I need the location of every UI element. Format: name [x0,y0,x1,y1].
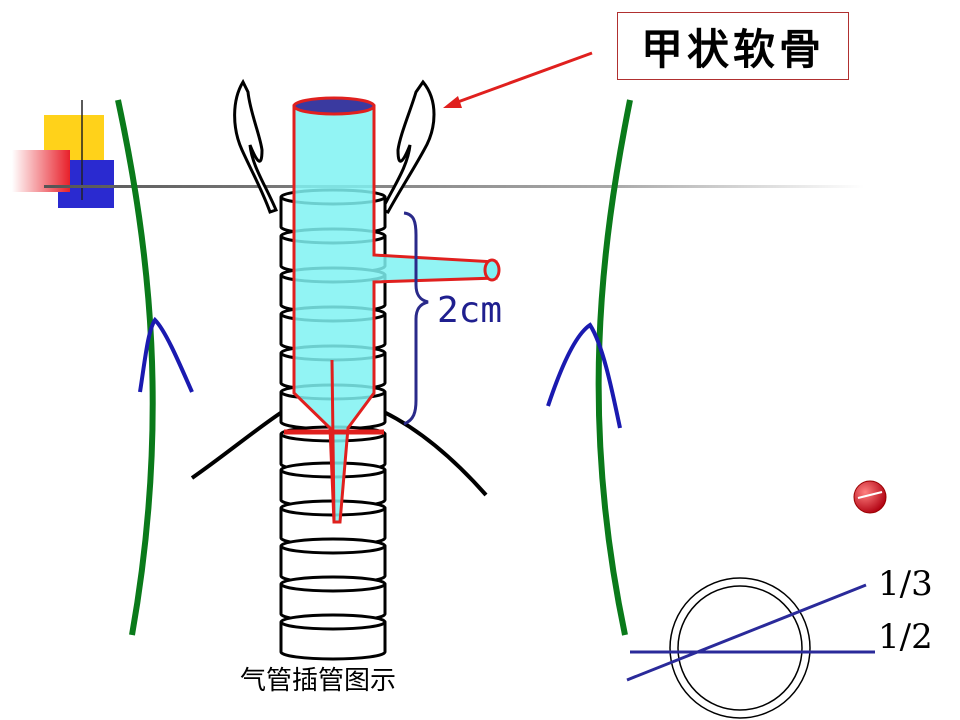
pointer-arrow-head [443,96,462,108]
diagram-caption: 气管插管图示 [240,666,397,696]
decor-horizontal-line [44,185,864,188]
tube-side-port [483,258,501,282]
trachea-ring-edge [279,545,387,555]
trachea-ring-edge [279,621,387,631]
nav-bullet-highlight [857,491,883,499]
distance-label: 2cm [437,290,503,331]
thyroid-cartilage-left [233,78,279,214]
distance-bracket [403,211,429,426]
tube-body [292,104,498,524]
pointer-arrow-line [454,51,593,105]
muscle-mark-right [546,322,622,429]
cross-section-inner [677,585,803,711]
ratio-label-upper: 1/3 [878,564,933,604]
neck-outline-left [115,99,156,636]
neck-outline-right [595,99,633,636]
trachea-ring [279,613,387,661]
tracheostomy-tube [284,96,501,524]
muscle-mark-left [138,316,194,393]
line-one-third [626,583,867,682]
cartilage-label-box: 甲状软骨 [617,12,849,80]
slide-decoration [12,100,864,208]
cross-section-outer [669,577,811,719]
trachea-ring-edge [279,583,387,593]
ratio-label-lower: 1/2 [878,617,933,657]
thyroid-cartilage-right [379,79,436,214]
clavicle-right [383,410,488,497]
tube-opening [292,96,376,116]
cartilage-label: 甲状软骨 [640,24,825,74]
nav-bullet-icon[interactable] [853,480,887,514]
clavicle-left [190,410,284,480]
tube-inner-line [330,359,336,521]
